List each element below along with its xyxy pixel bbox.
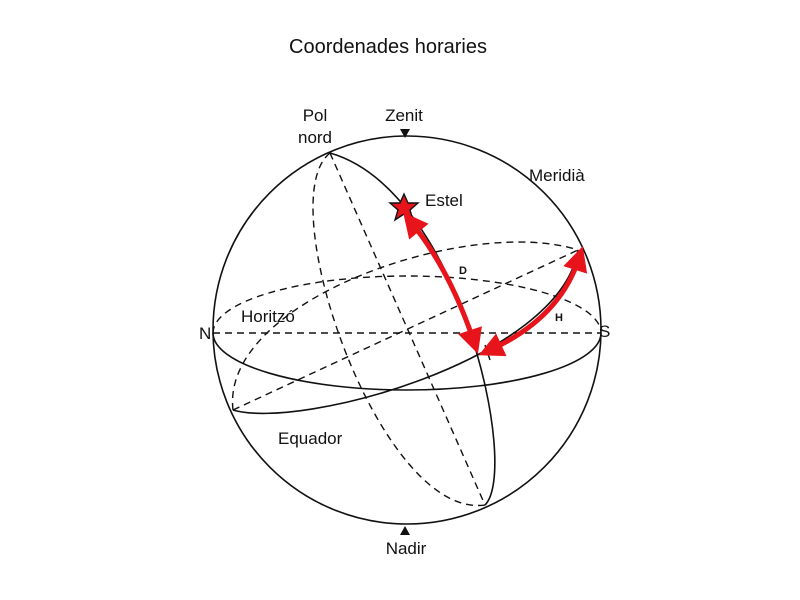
hour-circle-back — [312, 152, 486, 506]
north-pole-label-line1: Pol — [303, 106, 328, 125]
hour-line-segment — [484, 344, 491, 361]
south-label: S — [599, 322, 610, 341]
nadir-marker — [400, 526, 410, 535]
north-pole-label-line2: nord — [298, 128, 332, 147]
zenith-label: Zenit — [385, 106, 423, 125]
equator-back — [232, 241, 579, 411]
star-label: Estel — [425, 191, 463, 210]
equator-label: Equador — [278, 429, 343, 448]
meridian-label: Meridià — [529, 166, 585, 185]
horizon-front — [212, 332, 602, 391]
zenith-marker — [400, 129, 410, 138]
declination-arrow — [403, 212, 482, 354]
diagram-title: Coordenades horaries — [289, 36, 487, 58]
celestial-sphere-outline — [212, 135, 602, 525]
nadir-label: Nadir — [386, 539, 427, 558]
star-icon — [388, 192, 420, 222]
hour-angle-arrow — [478, 246, 588, 357]
declination-label: D — [459, 265, 467, 277]
hour-angle-label: H — [555, 312, 563, 324]
horizon-label: Horitzó — [241, 307, 295, 326]
north-label: N — [199, 324, 211, 343]
